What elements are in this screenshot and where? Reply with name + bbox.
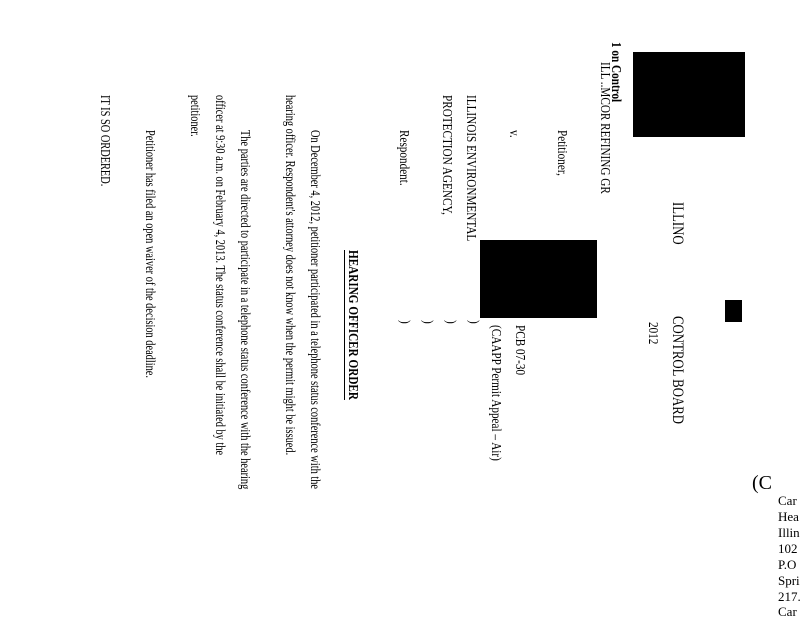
paragraph2-line2: officer at 9:30 a.m. on February 4, 2013… (212, 95, 227, 456)
petitioner-label: Petitioner, (554, 130, 569, 176)
redaction-block-center (480, 240, 597, 318)
paragraph2-line3: petitioner. (187, 95, 202, 137)
board-name-right: CONTROL BOARD (669, 316, 686, 424)
caption-paren: ) (443, 320, 458, 324)
signature-line: Car (778, 493, 797, 508)
case-type: (CAAPP Permit Appeal – Air) (488, 325, 503, 461)
paragraph3: Petitioner has filed an open waiver of t… (142, 130, 157, 378)
case-number: PCB 07-30 (512, 325, 527, 376)
respondent-line2: PROTECTION AGENCY, (439, 95, 454, 215)
respondent-label: Respondent. (396, 130, 411, 186)
signature-line: 102 (778, 541, 798, 556)
closing: IT IS SO ORDERED. (97, 95, 112, 187)
caption-paren: ) (397, 320, 412, 324)
stamp-fragment: 1 on Control (608, 42, 623, 103)
paragraph1-line2: hearing officer. Respondent's attorney d… (282, 95, 297, 456)
caption-paren: ) (466, 320, 481, 324)
signature-mark: (C (752, 472, 772, 494)
paragraph2-line1: The parties are directed to participate … (237, 130, 252, 490)
board-name-left: ILLINO (669, 202, 686, 245)
signature-line: 217. (778, 589, 800, 604)
date-fragment: 2012 (645, 322, 660, 345)
signature-line: Hea (778, 509, 799, 524)
redaction-block-top (633, 52, 745, 137)
versus: v. (506, 130, 521, 138)
scan-mark (725, 300, 742, 322)
order-title: HEARING OFFICER ORDER (345, 250, 360, 400)
caption-paren: ) (420, 320, 435, 324)
signature-line: P.O (778, 557, 797, 572)
respondent-line1: ILLINOIS ENVIRONMENTAL (463, 95, 478, 242)
signature-line: Illin (778, 525, 800, 540)
signature-line: Spri (778, 573, 800, 588)
petitioner-name: ILL ..MCOR REFINING GR (597, 62, 612, 194)
signature-line: Car (778, 604, 797, 619)
paragraph1-line1: On December 4, 2012, petitioner particip… (307, 130, 322, 490)
